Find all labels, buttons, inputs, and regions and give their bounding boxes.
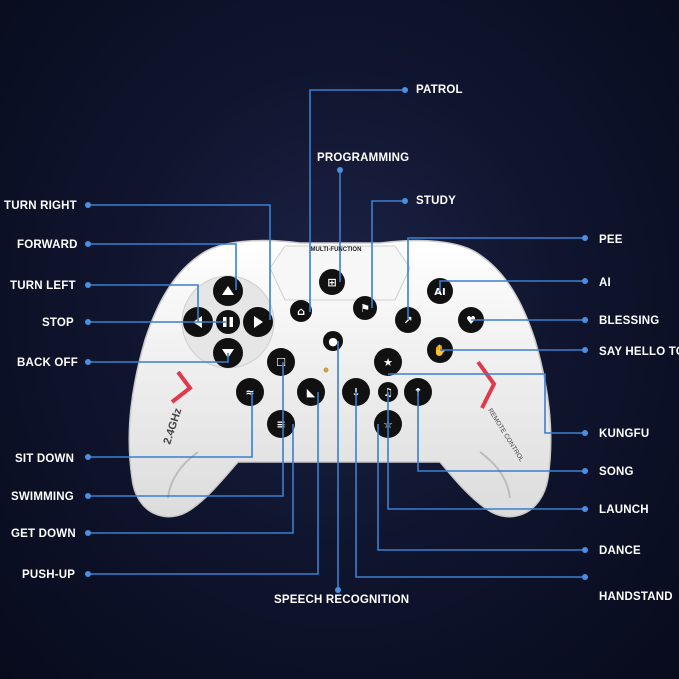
label-speech-recognition: SPEECH RECOGNITION bbox=[274, 594, 410, 606]
patrol-icon: ⌂ bbox=[297, 305, 305, 318]
programming-icon: ⊞ bbox=[327, 276, 336, 289]
getdown-icon: ◣ bbox=[307, 386, 316, 399]
stop-leader bbox=[85, 319, 226, 325]
study-button[interactable]: ⚑ bbox=[353, 296, 377, 320]
push-up-leader bbox=[85, 392, 319, 577]
swimming-icon: ≈ bbox=[245, 386, 254, 399]
label-programming: PROGRAMMING bbox=[317, 152, 410, 164]
label-swimming: SWIMMING bbox=[11, 491, 74, 503]
say-hello-leader bbox=[440, 347, 588, 353]
label-patrol: PATROL bbox=[416, 84, 463, 96]
dpad-up-button[interactable] bbox=[213, 276, 243, 306]
speech-leader bbox=[335, 341, 341, 593]
speech-button[interactable]: ● bbox=[323, 331, 343, 351]
label-ai: AI bbox=[599, 277, 611, 289]
pushup-button[interactable]: ≡ bbox=[267, 410, 295, 438]
label-turn-right: TURN RIGHT bbox=[4, 200, 77, 212]
kungfu-icon: ★ bbox=[383, 356, 393, 369]
sitdown-icon: ☐ bbox=[276, 356, 286, 369]
label-forward: FORWARD bbox=[17, 239, 78, 251]
swimming-button[interactable]: ≈ bbox=[236, 378, 264, 406]
label-handstand: HANDSTAND bbox=[599, 591, 673, 603]
label-launch: LAUNCH bbox=[599, 504, 649, 516]
label-song: SONG bbox=[599, 466, 634, 478]
study-leader bbox=[371, 198, 408, 308]
song-leader bbox=[417, 392, 588, 474]
back-off-leader bbox=[85, 353, 229, 365]
study-icon: ⚑ bbox=[360, 302, 370, 315]
label-push-up: PUSH-UP bbox=[22, 569, 76, 581]
label-blessing: BLESSING bbox=[599, 315, 660, 327]
programming-button[interactable]: ⊞ bbox=[319, 269, 345, 295]
right-grip-groove bbox=[479, 451, 511, 499]
launch-leader bbox=[387, 392, 588, 512]
multifunction-label: MULTI-FUNCTION bbox=[311, 247, 362, 253]
getdown-button[interactable]: ◣ bbox=[297, 378, 325, 406]
ai-leader bbox=[439, 278, 588, 291]
patrol-button[interactable]: ⌂ bbox=[290, 300, 312, 322]
pee-leader bbox=[407, 235, 588, 320]
label-stop: STOP bbox=[42, 317, 74, 329]
label-sit-down: SIT DOWN bbox=[15, 453, 75, 465]
label-study: STUDY bbox=[416, 195, 456, 207]
sitdown-button[interactable]: ☐ bbox=[267, 348, 295, 376]
get-down-leader bbox=[85, 424, 294, 536]
left-red-accent bbox=[170, 370, 193, 404]
right-red-accent bbox=[476, 360, 497, 409]
arrow-right-icon bbox=[254, 316, 263, 328]
label-back-off: BACK OFF bbox=[17, 357, 79, 369]
pushup-icon: ≡ bbox=[276, 418, 285, 431]
handstand-leader bbox=[355, 392, 588, 580]
patrol-leader bbox=[309, 87, 408, 312]
kungfu-leader bbox=[388, 373, 588, 436]
indicator-led bbox=[323, 367, 329, 373]
dance-leader bbox=[377, 424, 588, 553]
label-say-hello-to: SAY HELLO TO bbox=[599, 346, 679, 358]
arrow-up-icon bbox=[222, 286, 234, 295]
turn-right-leader bbox=[85, 202, 271, 320]
dpad-right-button[interactable] bbox=[243, 307, 273, 337]
pee-icon: ↗ bbox=[403, 314, 412, 327]
label-kungfu: KUNGFU bbox=[599, 428, 650, 440]
swimming-leader bbox=[85, 362, 284, 499]
speech-icon: ● bbox=[328, 335, 338, 348]
label-pee: PEE bbox=[599, 234, 623, 246]
forward-leader bbox=[85, 241, 237, 290]
label-get-down: GET DOWN bbox=[11, 528, 76, 540]
kungfu-button[interactable]: ★ bbox=[374, 348, 402, 376]
label-turn-left: TURN LEFT bbox=[10, 280, 76, 292]
turn-left-leader bbox=[85, 282, 199, 322]
blessing-leader bbox=[471, 317, 588, 323]
sit-down-leader bbox=[85, 392, 253, 460]
left-grip-groove bbox=[167, 451, 199, 499]
ai-icon: AI bbox=[434, 287, 445, 298]
label-dance: DANCE bbox=[599, 545, 641, 557]
programming-leader bbox=[337, 167, 343, 282]
